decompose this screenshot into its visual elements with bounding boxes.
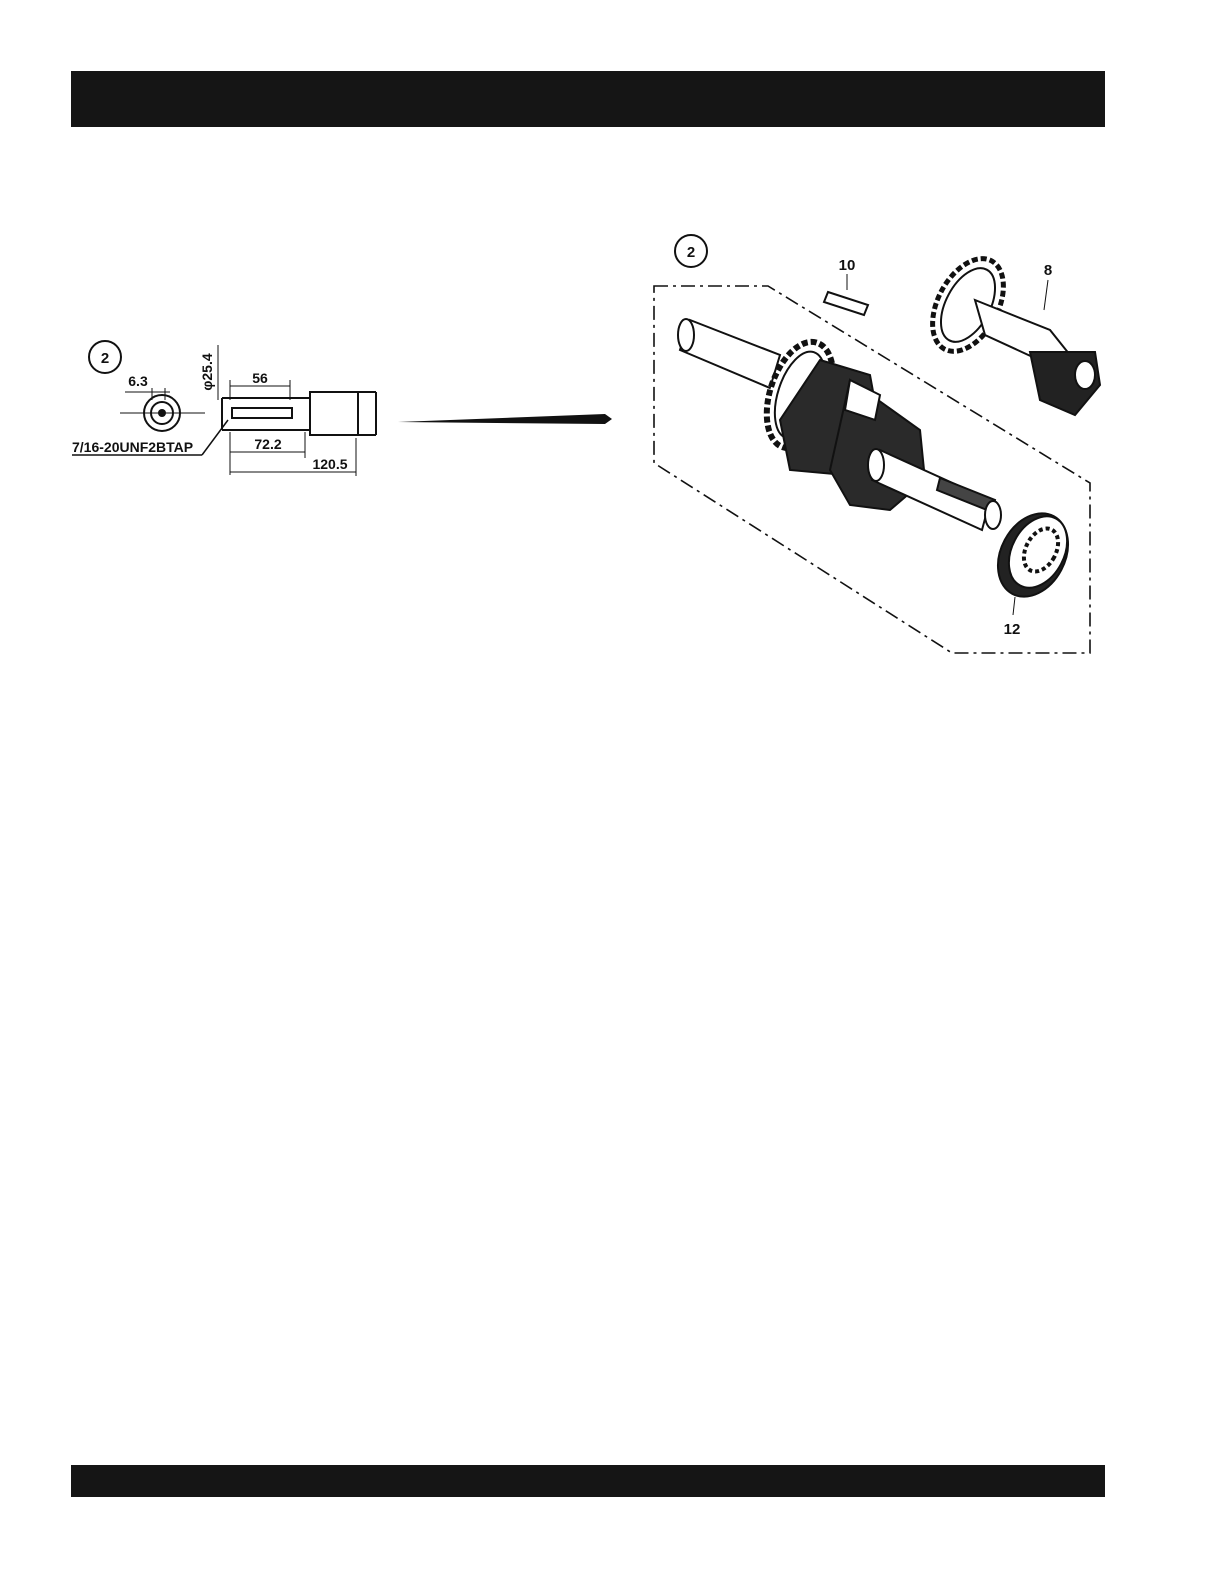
dim-diameter-label: φ25.4 (199, 353, 215, 390)
dim-mid-label: 72.2 (254, 436, 281, 452)
shaft-side-view (222, 392, 376, 435)
footer-bar (71, 1465, 1105, 1497)
part-number-balancer: 8 (1044, 262, 1052, 279)
exploded-view: 2 10 8 (654, 235, 1100, 653)
part-number-bearing: 12 (1004, 621, 1021, 638)
callout-number-assembly: 2 (687, 244, 695, 261)
part-number-key: 10 (839, 257, 856, 274)
dim-overall-label: 120.5 (312, 456, 347, 472)
shaft-detail: 2 6.3 φ25.4 56 72. (72, 341, 376, 476)
dim-offset-label: 6.3 (128, 373, 148, 389)
thread-note: 7/16-20UNF2BTAP (72, 439, 193, 455)
dim-keyway-label: 56 (252, 370, 268, 386)
key-part (824, 292, 868, 315)
view-arrow (398, 414, 612, 424)
balancer-shaft-part (918, 247, 1100, 415)
callout-number-detail: 2 (101, 350, 109, 367)
